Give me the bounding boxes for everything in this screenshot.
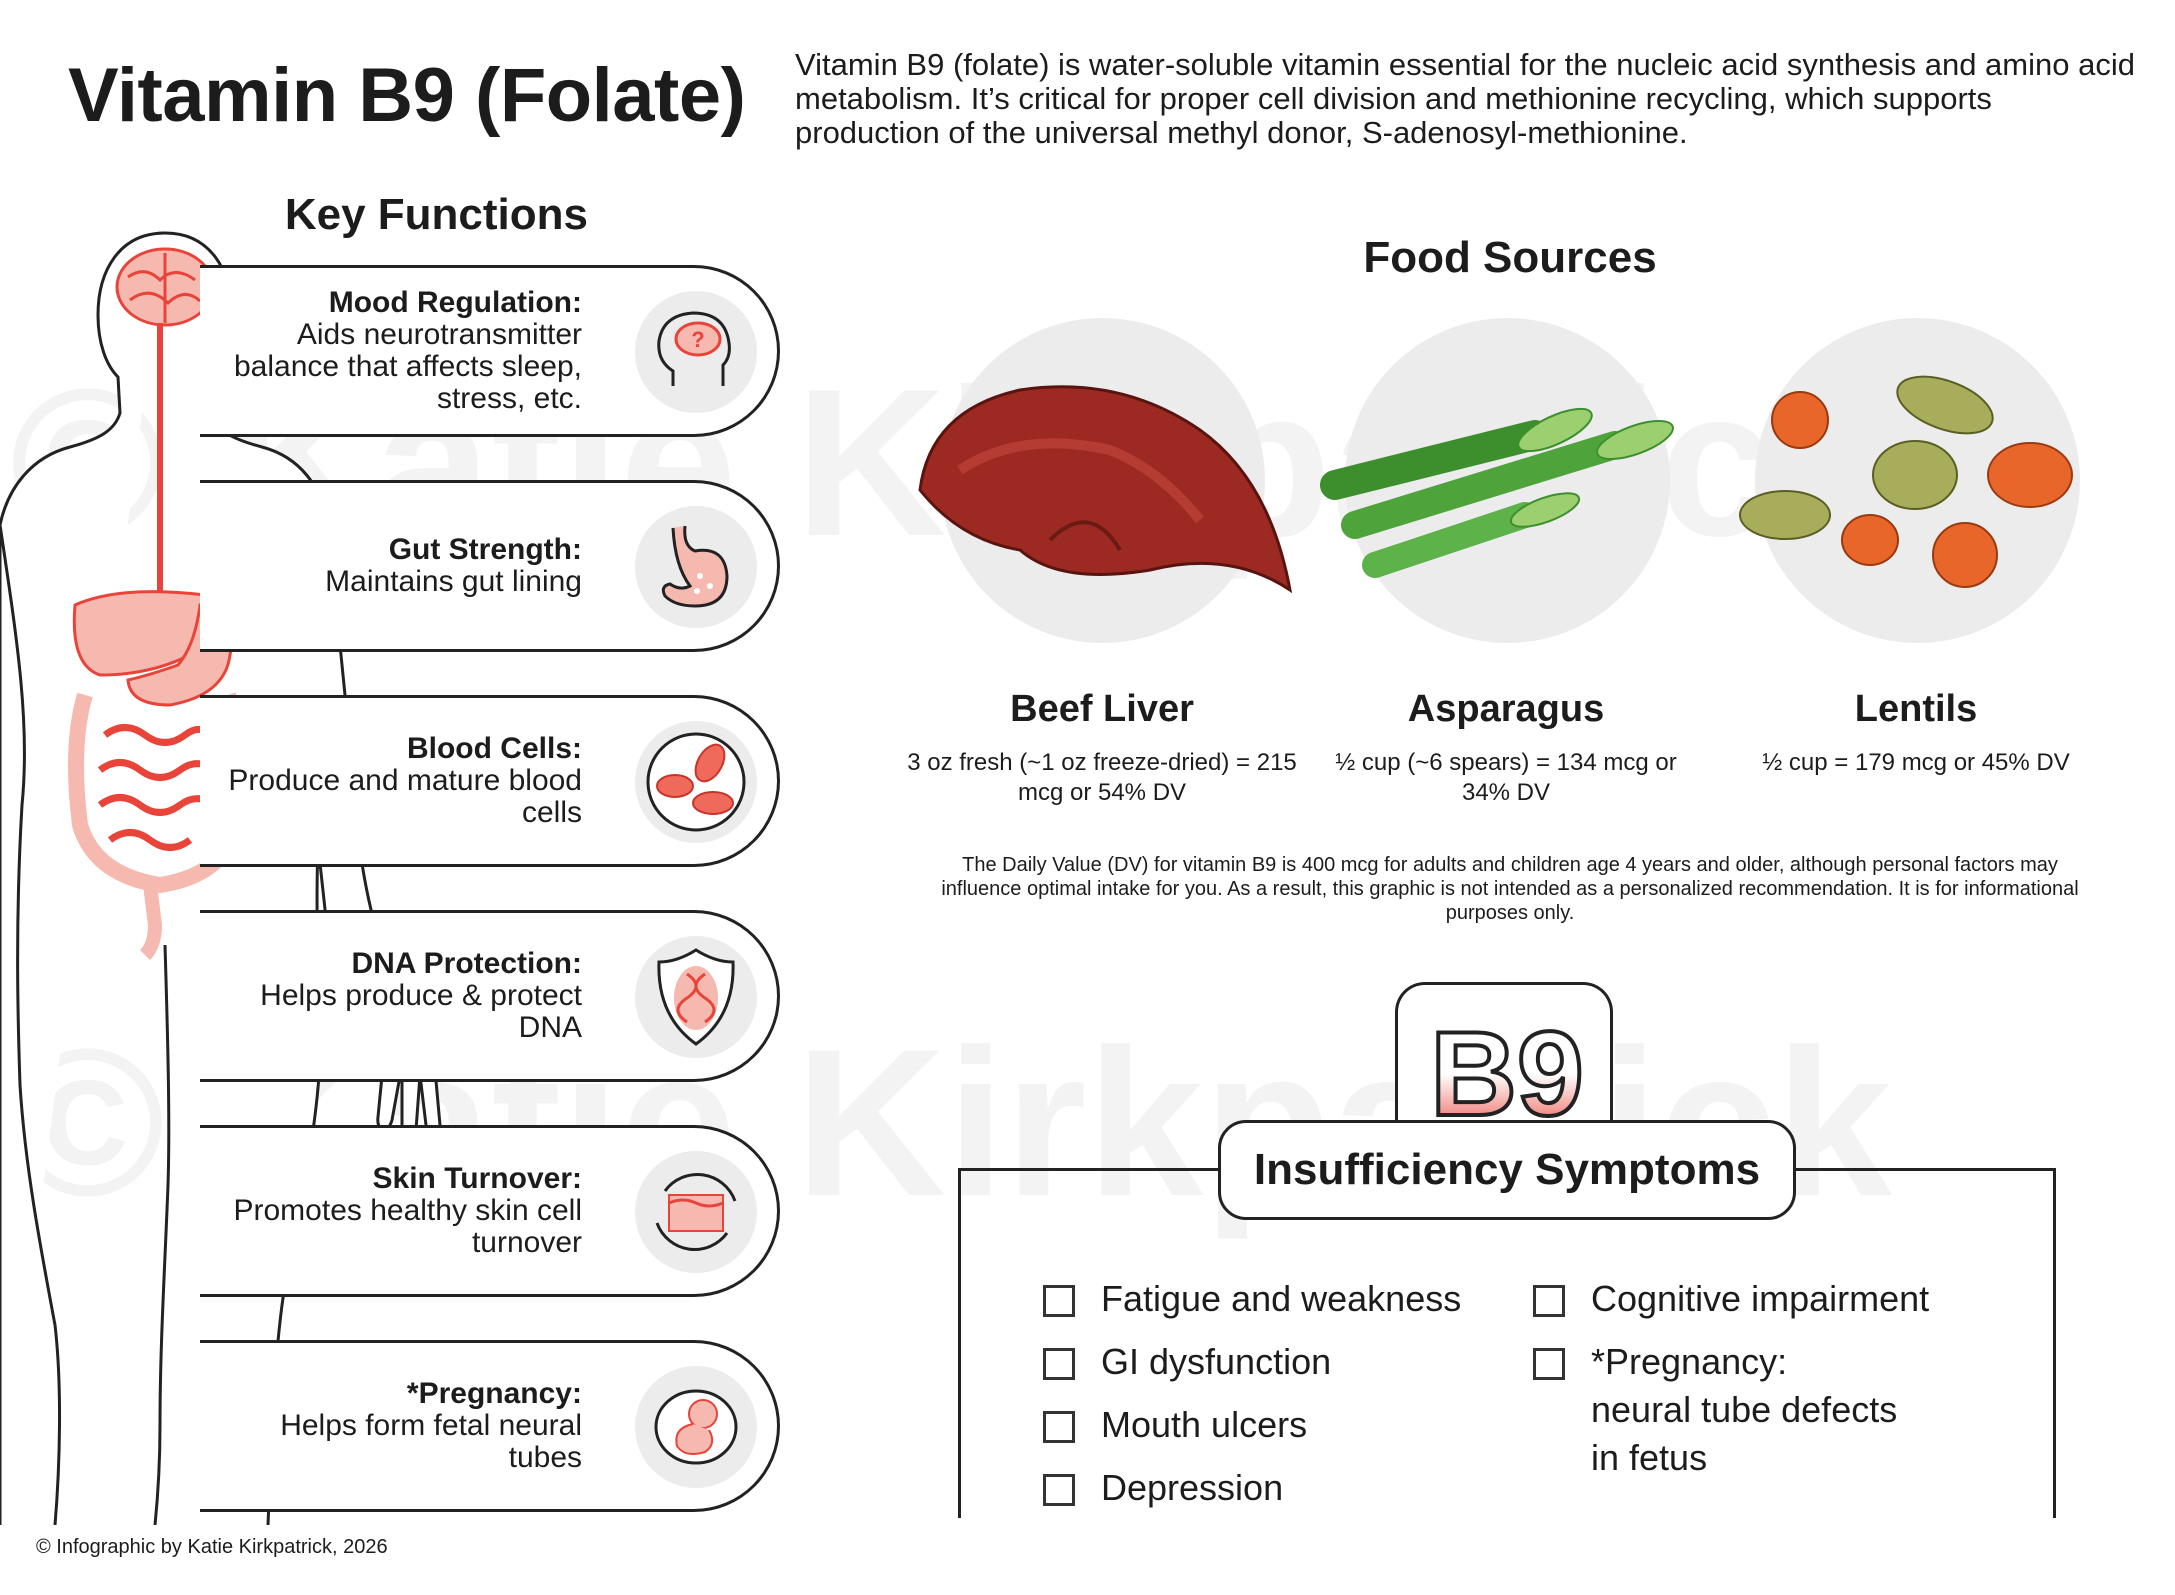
lentils-icon <box>1739 375 2073 588</box>
function-title: Skin Turnover: <box>372 1162 582 1195</box>
function-title: *Pregnancy: <box>406 1377 582 1410</box>
credit-text: © Infographic by Katie Kirkpatrick, 2026 <box>36 1536 388 1558</box>
symptom-label: in fetus <box>1591 1437 1708 1478</box>
symptom-label-multiline: *Pregnancy: neural tube defects in fetus <box>1591 1338 1897 1482</box>
function-title: Blood Cells: <box>406 732 582 765</box>
symptom-label: neural tube defects <box>1591 1389 1898 1430</box>
symptom-item: Cognitive impairment <box>1533 1275 1929 1323</box>
checkbox[interactable] <box>1043 1474 1075 1506</box>
symptom-label: Mouth ulcers <box>1101 1404 1308 1445</box>
b9-badge: B9 <box>1395 982 1613 1135</box>
page-title: Vitamin B9 (Folate) <box>68 53 746 138</box>
symptom-label: Depression <box>1101 1467 1284 1508</box>
dv-disclaimer: The Daily Value (DV) for vitamin B9 is 4… <box>941 854 2079 924</box>
checkbox[interactable] <box>1533 1285 1565 1317</box>
checkbox[interactable] <box>1533 1348 1565 1380</box>
function-card-pregnancy: *Pregnancy:Helps form fetal neural tubes <box>200 1340 780 1512</box>
checkbox[interactable] <box>1043 1285 1075 1317</box>
symptom-item: Mouth ulcers <box>1043 1401 1307 1449</box>
red-blood-cells-icon <box>635 721 757 843</box>
b9-badge-text: B9 <box>1430 1007 1583 1135</box>
symptom-label: GI dysfunction <box>1101 1341 1332 1382</box>
symptom-label: Fatigue and weakness <box>1101 1278 1462 1319</box>
intro-text: Vitamin B9 (folate) is water-soluble vit… <box>795 47 2135 150</box>
function-card-gut: Gut Strength:Maintains gut lining <box>200 480 780 652</box>
food-name: Beef Liver <box>1010 688 1194 730</box>
food-desc: ½ cup (~6 spears) = 134 mcg or 34% DV <box>1335 749 1677 806</box>
food-desc: 3 oz fresh (~1 oz freeze-dried) = 215 mc… <box>907 749 1297 806</box>
checkbox[interactable] <box>1043 1411 1075 1443</box>
function-desc: Helps produce & protect DNA <box>260 979 582 1044</box>
function-desc: Promotes healthy skin cell turnover <box>233 1194 583 1259</box>
function-desc: Produce and mature blood cells <box>228 764 582 829</box>
asparagus-icon <box>1320 407 1674 578</box>
function-card-blood: Blood Cells:Produce and mature blood cel… <box>200 695 780 867</box>
svg-text:?: ? <box>691 327 704 352</box>
function-desc: Helps form fetal neural tubes <box>280 1409 582 1474</box>
head-brain-question-icon: ? <box>635 291 757 413</box>
function-desc: Maintains gut lining <box>325 565 582 598</box>
key-functions-heading: Key Functions <box>284 190 588 239</box>
function-desc: Aids neurotransmitter balance that affec… <box>233 318 582 415</box>
function-card-mood: Mood Regulation:Aids neurotransmitter ba… <box>200 265 780 437</box>
symptom-item: *Pregnancy: neural tube defects in fetus <box>1533 1338 1897 1482</box>
symptoms-heading: Insufficiency Symptoms <box>1218 1120 1796 1220</box>
checkbox[interactable] <box>1043 1348 1075 1380</box>
skin-renewal-icon <box>635 1151 757 1273</box>
function-card-skin: Skin Turnover:Promotes healthy skin cell… <box>200 1125 780 1297</box>
food-name: Asparagus <box>1407 688 1605 730</box>
stomach-icon <box>635 506 757 628</box>
symptom-item: Fatigue and weakness <box>1043 1275 1461 1323</box>
food-name: Lentils <box>1854 688 1978 730</box>
symptom-item: GI dysfunction <box>1043 1338 1331 1386</box>
function-title: DNA Protection: <box>351 947 582 980</box>
symptom-item: Depression <box>1043 1464 1283 1512</box>
function-card-dna: DNA Protection:Helps produce & protect D… <box>200 910 780 1082</box>
dna-shield-icon <box>635 936 757 1058</box>
function-title: Gut Strength: <box>388 533 582 566</box>
symptom-label: Cognitive impairment <box>1591 1278 1930 1319</box>
beef-liver-icon <box>918 385 1293 594</box>
symptom-label: *Pregnancy: <box>1591 1341 1788 1382</box>
food-sources-heading: Food Sources <box>1363 233 1657 282</box>
fetus-icon <box>635 1366 757 1488</box>
food-desc: ½ cup = 179 mcg or 45% DV <box>1762 749 2070 776</box>
function-title: Mood Regulation: <box>328 286 582 319</box>
